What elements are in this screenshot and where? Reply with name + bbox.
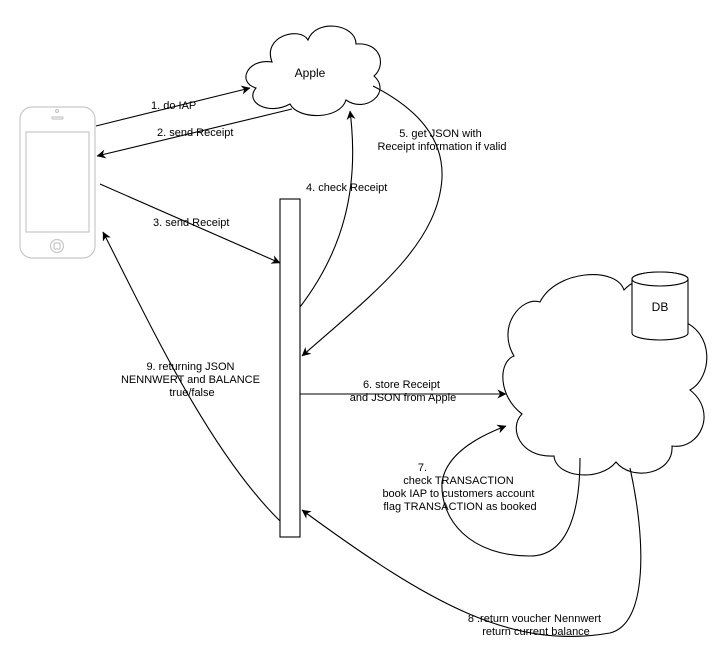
server-box [279, 198, 301, 538]
db-label: DB [652, 300, 669, 314]
label-send-receipt-3: 3. send Receipt [153, 217, 229, 229]
edge-check-receipt [299, 110, 356, 308]
label-check-receipt: 4. check Receipt [306, 182, 387, 194]
label-return-voucher: 8 .return voucher Nennwert return curren… [468, 613, 604, 638]
label-get-json: 5. get JSON with Receipt information if … [377, 128, 506, 153]
edge-get-json [301, 85, 443, 357]
edge-returning-json [102, 231, 281, 522]
label-check-transaction: 7. check TRANSACTION book IAP to custome… [382, 462, 537, 513]
database-icon: DB [631, 271, 689, 341]
edge-check-transaction [441, 424, 581, 557]
apple-label: Apple [295, 66, 326, 80]
label-returning-json: 9. returning JSON NENNWERT and BALANCE t… [121, 361, 263, 399]
iphone-icon [19, 106, 96, 259]
label-send-receipt-2: 2. send Receipt [157, 127, 233, 139]
edge-do-iap [95, 85, 251, 127]
edge-send-receipt-to-phone [96, 108, 293, 159]
edge-return-voucher [301, 467, 642, 637]
label-store-receipt: 6. store Receipt and JSON from Apple [350, 379, 456, 404]
label-do-iap: 1. do IAP [151, 100, 196, 112]
apple-cloud: Apple [245, 25, 381, 117]
edge-send-receipt-to-server [99, 183, 281, 264]
